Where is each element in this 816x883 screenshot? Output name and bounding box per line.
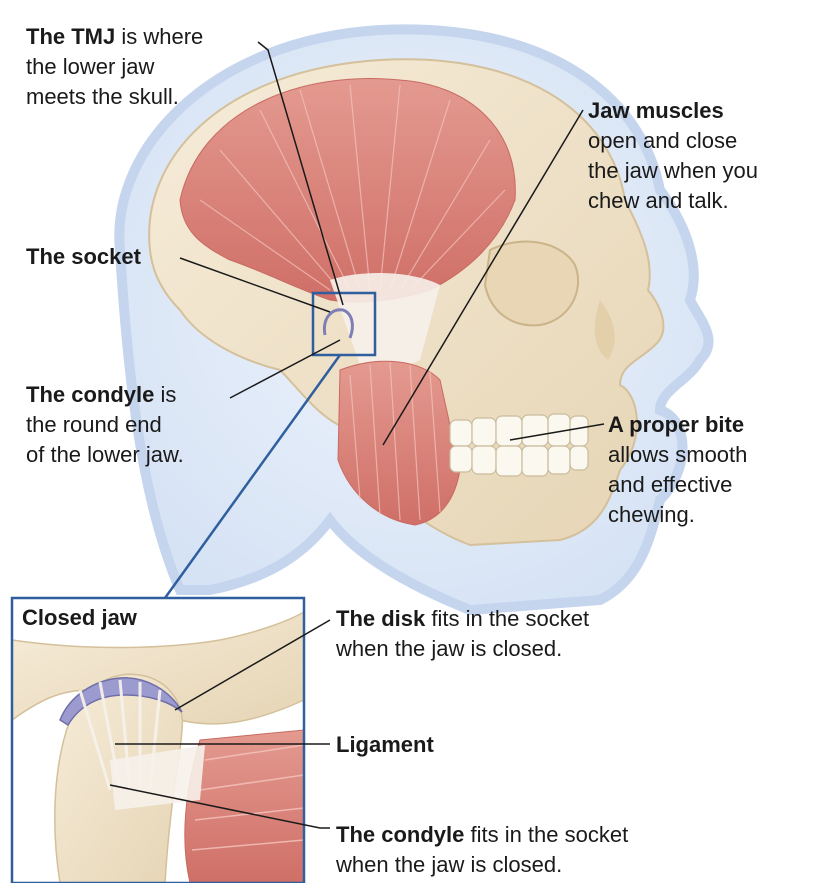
inset-title: Closed jaw (22, 604, 137, 632)
label-tmj-line3: meets the skull. (26, 82, 203, 112)
label-socket-bold: The socket (26, 244, 141, 269)
inset-panel (12, 598, 304, 883)
label-condyle-line2: the round end (26, 410, 184, 440)
label-jaw-muscles: Jaw muscles open and close the jaw when … (588, 96, 758, 216)
label-condyle-rest: is (154, 382, 176, 407)
label-jaw-muscles-bold: Jaw muscles (588, 98, 724, 123)
label-jaw-muscles-line2: open and close (588, 126, 758, 156)
label-condyle-bold: The condyle (26, 382, 154, 407)
label-bite-line4: chewing. (608, 500, 747, 530)
label-bite-bold: A proper bite (608, 412, 744, 437)
label-tmj-line2: the lower jaw (26, 52, 203, 82)
label-ligament-bold: Ligament (336, 732, 434, 757)
label-jaw-muscles-line4: chew and talk. (588, 186, 758, 216)
label-disk-line2: when the jaw is closed. (336, 634, 589, 664)
label-disk: The disk fits in the socket when the jaw… (336, 604, 589, 664)
label-condyle-inset: The condyle fits in the socket when the … (336, 820, 628, 880)
label-condyle-inset-line2: when the jaw is closed. (336, 850, 628, 880)
label-tmj: The TMJ is where the lower jaw meets the… (26, 22, 203, 112)
label-bite-line3: and effective (608, 470, 747, 500)
label-condyle-line3: of the lower jaw. (26, 440, 184, 470)
label-condyle-inset-rest: fits in the socket (464, 822, 628, 847)
eye-socket (485, 242, 578, 326)
label-bite: A proper bite allows smooth and effectiv… (608, 410, 747, 530)
label-bite-line2: allows smooth (608, 440, 747, 470)
label-disk-bold: The disk (336, 606, 425, 631)
label-condyle: The condyle is the round end of the lowe… (26, 380, 184, 470)
label-socket: The socket (26, 242, 141, 272)
label-jaw-muscles-line3: the jaw when you (588, 156, 758, 186)
label-tmj-rest: is where (115, 24, 203, 49)
label-disk-rest: fits in the socket (425, 606, 589, 631)
label-tmj-bold: The TMJ (26, 24, 115, 49)
label-ligament: Ligament (336, 730, 434, 760)
label-condyle-inset-bold: The condyle (336, 822, 464, 847)
